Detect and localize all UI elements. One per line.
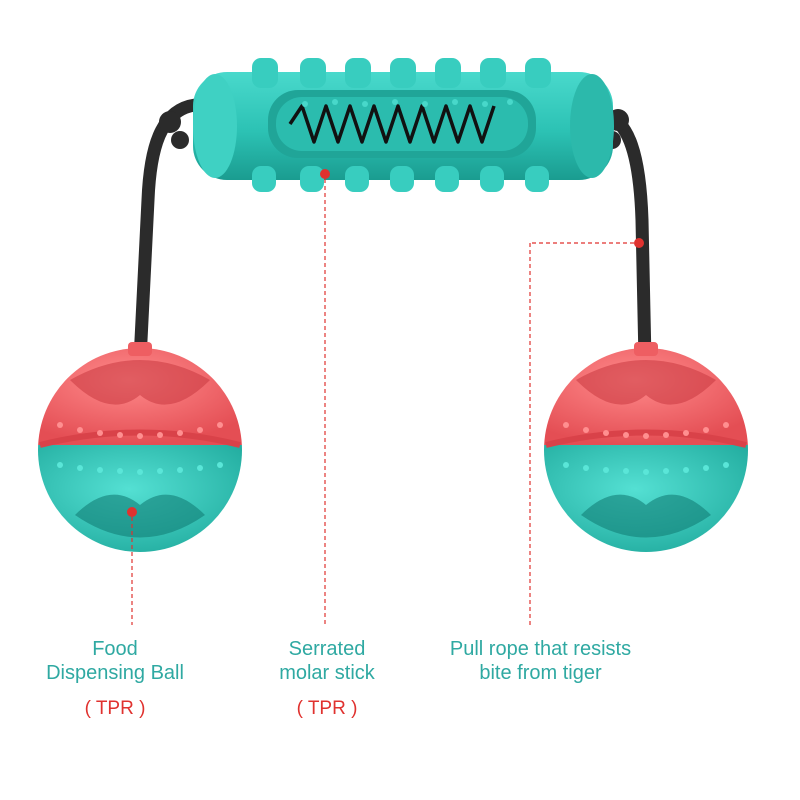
serrated-molar-stick (193, 58, 614, 192)
label-stick-material: ( TPR ) (296, 698, 358, 719)
label-rope-line2: bite from tiger (479, 662, 602, 684)
callout-stick (320, 169, 330, 625)
label-stick-line1: Serrated (288, 638, 366, 660)
label-pull-rope: Pull rope that resists bite from tiger (418, 637, 663, 685)
label-stick-line2: molar stick (279, 662, 375, 684)
label-molar-stick: Serrated molar stick ( TPR ) (232, 637, 422, 721)
label-ball-material: ( TPR ) (84, 698, 146, 719)
label-ball-line1: Food (92, 638, 138, 660)
label-ball-line2: Dispensing Ball (46, 662, 184, 684)
food-dispensing-ball-right (544, 342, 748, 552)
callout-ball (127, 507, 137, 625)
food-dispensing-ball-left (38, 342, 242, 552)
callout-rope (529, 238, 644, 628)
label-food-dispensing-ball: Food Dispensing Ball ( TPR ) (20, 637, 210, 721)
label-rope-line1: Pull rope that resists (449, 638, 632, 660)
